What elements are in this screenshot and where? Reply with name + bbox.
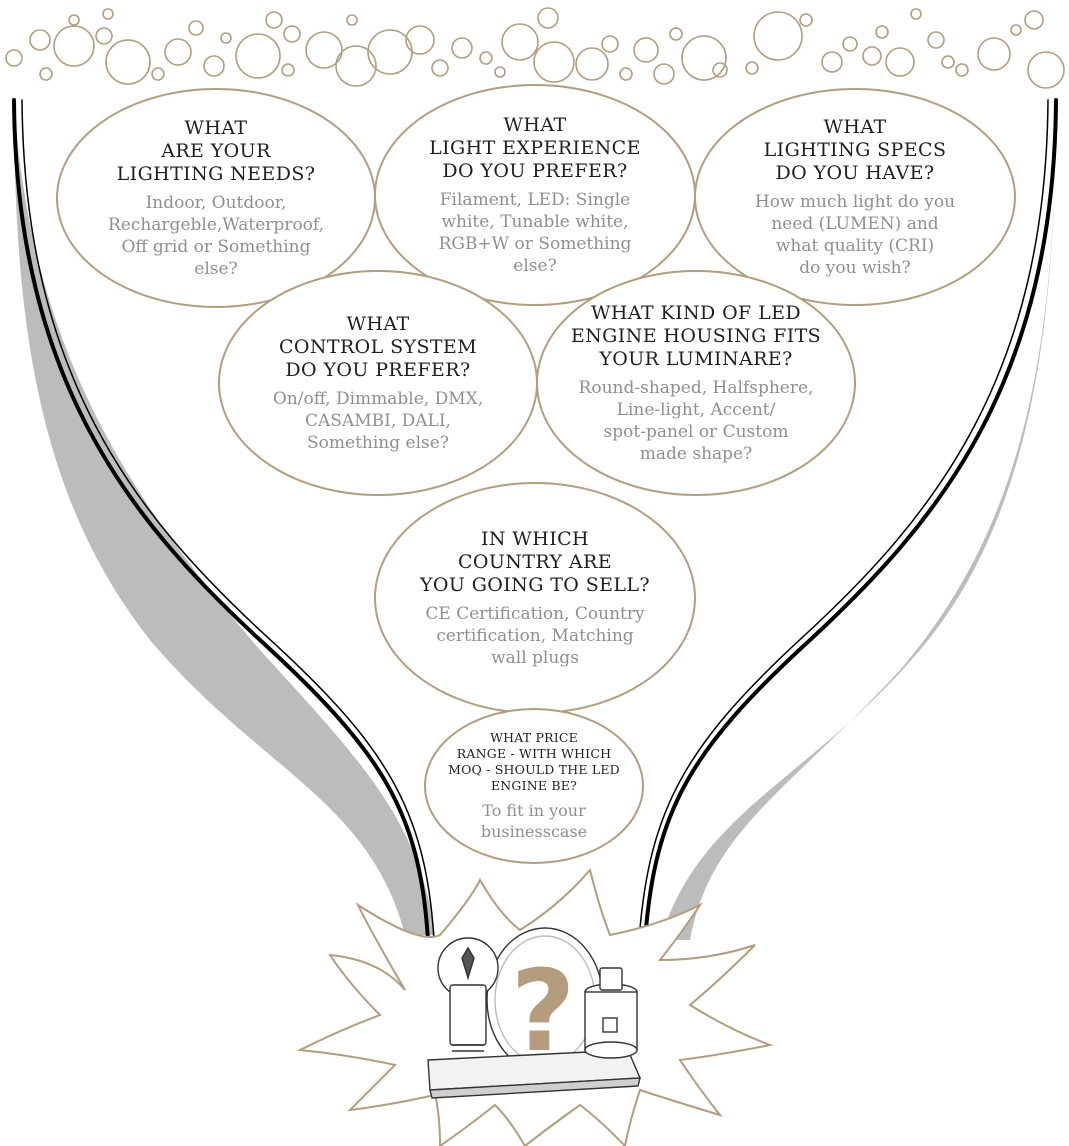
decorative-bubble <box>653 63 675 85</box>
decorative-bubble <box>494 66 506 78</box>
bubble-light-experience: WHAT LIGHT EXPERIENCE DO YOU PREFER? Fil… <box>374 84 696 306</box>
decorative-bubble <box>1024 10 1044 30</box>
decorative-bubble <box>533 41 575 83</box>
decorative-bubble <box>29 29 51 51</box>
bubble-country: IN WHICH COUNTRY ARE YOU GOING TO SELL? … <box>374 482 696 714</box>
answer-price-range: To fit in your businesscase <box>480 801 588 841</box>
decorative-bubble <box>335 45 377 87</box>
question-mark-symbol: ? <box>511 947 576 1077</box>
decorative-bubble <box>875 25 889 39</box>
decorative-bubble <box>188 20 204 36</box>
decorative-bubble <box>105 39 151 85</box>
decorative-bubble <box>265 11 283 29</box>
decorative-bubble <box>575 47 609 81</box>
decorative-bubble <box>235 33 281 79</box>
decorative-bubble <box>451 37 473 59</box>
decorative-bubble <box>346 14 358 26</box>
decorative-bubble <box>977 37 1011 71</box>
bubble-lighting-specs: WHAT LIGHTING SPECS DO YOU HAVE? How muc… <box>694 88 1016 306</box>
decorative-bubble <box>5 49 23 67</box>
decorative-bubble <box>39 67 53 81</box>
answer-control-system: On/off, Dimmable, DMX, CASAMBI, DALI, So… <box>272 388 484 453</box>
answer-light-experience: Filament, LED: Single white, Tunable whi… <box>438 189 632 276</box>
decorative-bubble <box>95 27 113 45</box>
decorative-bubble <box>927 31 945 49</box>
answer-engine-housing: Round-shaped, Halfsphere, Line-light, Ac… <box>578 377 814 464</box>
decorative-bubble <box>405 25 435 55</box>
decorative-bubble <box>842 36 858 52</box>
question-lighting-specs: WHAT LIGHTING SPECS DO YOU HAVE? <box>763 115 947 184</box>
question-light-experience: WHAT LIGHT EXPERIENCE DO YOU PREFER? <box>429 113 641 182</box>
decorative-bubble <box>1010 24 1022 36</box>
decorative-bubble <box>164 38 192 66</box>
question-country: IN WHICH COUNTRY ARE YOU GOING TO SELL? <box>419 527 651 596</box>
bubble-engine-housing: WHAT KIND OF LED ENGINE HOUSING FITS YOU… <box>536 270 856 496</box>
bubble-control-system: WHAT CONTROL SYSTEM DO YOU PREFER? On/of… <box>218 270 538 496</box>
answer-lighting-needs: Indoor, Outdoor, Rechargeble,Waterproof,… <box>107 192 325 279</box>
decorative-bubble <box>955 63 969 77</box>
decorative-bubble <box>305 31 343 69</box>
bubble-price-range: WHAT PRICE RANGE - WITH WHICH MOQ - SHOU… <box>424 708 644 864</box>
question-control-system: WHAT CONTROL SYSTEM DO YOU PREFER? <box>278 312 478 381</box>
decorative-bubble <box>601 35 619 53</box>
question-price-range: WHAT PRICE RANGE - WITH WHICH MOQ - SHOU… <box>448 730 620 793</box>
decorative-bubble <box>431 59 449 77</box>
decorative-bubble <box>619 67 633 81</box>
decorative-bubble <box>799 13 813 27</box>
decorative-bubble <box>821 51 843 73</box>
decorative-bubble <box>862 46 882 66</box>
bubble-lighting-needs: WHAT ARE YOUR LIGHTING NEEDS? Indoor, Ou… <box>56 88 376 308</box>
decorative-bubble <box>501 23 539 61</box>
decorative-bubble <box>910 8 922 20</box>
funnel-shadow <box>14 100 1056 940</box>
base-plate <box>427 1049 642 1099</box>
decorative-bubble <box>151 67 165 81</box>
led-engine-icon <box>584 967 638 1059</box>
question-lighting-needs: WHAT ARE YOUR LIGHTING NEEDS? <box>116 116 316 185</box>
decorative-bubble <box>537 7 559 29</box>
decorative-bubble <box>283 25 301 43</box>
decorative-bubble <box>712 62 728 78</box>
decorative-bubble <box>203 55 225 77</box>
decorative-bubble <box>68 14 80 26</box>
decorative-bubble <box>479 51 493 65</box>
answer-country: CE Certification, Country certification,… <box>425 603 645 668</box>
top-bubbles-decoration <box>5 7 1065 89</box>
decorative-bubble <box>281 63 295 77</box>
decorative-bubble <box>745 61 759 75</box>
decorative-bubble <box>633 37 659 63</box>
funnel-lines <box>12 98 1058 942</box>
decorative-bubble <box>681 35 727 81</box>
decorative-bubble <box>885 47 915 77</box>
decorative-bubble <box>367 29 413 75</box>
question-engine-housing: WHAT KIND OF LED ENGINE HOUSING FITS YOU… <box>570 301 822 370</box>
decorative-bubble <box>53 25 95 67</box>
decorative-bubble <box>1027 51 1065 89</box>
decorative-bubble <box>102 8 114 20</box>
decorative-bubble <box>941 55 955 69</box>
filament-bulb-icon <box>437 937 499 1052</box>
decorative-bubble <box>220 32 232 44</box>
decorative-bubble <box>669 27 683 41</box>
answer-lighting-specs: How much light do you need (LUMEN) and w… <box>754 191 956 278</box>
decorative-bubble <box>753 11 803 61</box>
